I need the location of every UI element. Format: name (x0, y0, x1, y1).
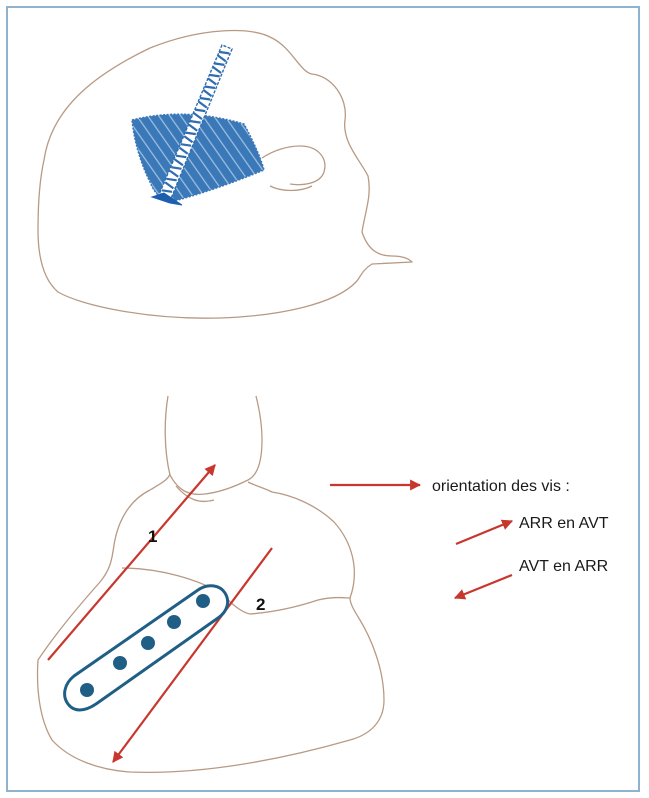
plate-screw-hole (113, 656, 127, 670)
screw-label-1: 1 (148, 527, 157, 546)
screw-arrows (48, 465, 272, 762)
legend: orientation des vis : ARR en AVT AVT en … (330, 478, 609, 598)
bottom-bone-outline (38, 396, 384, 772)
plate-screw-hole (167, 615, 181, 629)
legend-arrow-avt-arr (455, 575, 512, 598)
fixation-plate (65, 586, 228, 710)
legend-item-avt-en-arr: AVT en ARR (519, 558, 608, 575)
legend-arrow-arr-avt (456, 521, 512, 544)
plate-screw-hole (80, 683, 94, 697)
legend-title: orientation des vis : (432, 478, 570, 495)
plate-screw-hole (141, 636, 155, 650)
screw-label-2: 2 (256, 595, 265, 614)
legend-item-arr-en-avt: ARR en AVT (519, 515, 609, 532)
plate-screw-hole (196, 594, 210, 608)
